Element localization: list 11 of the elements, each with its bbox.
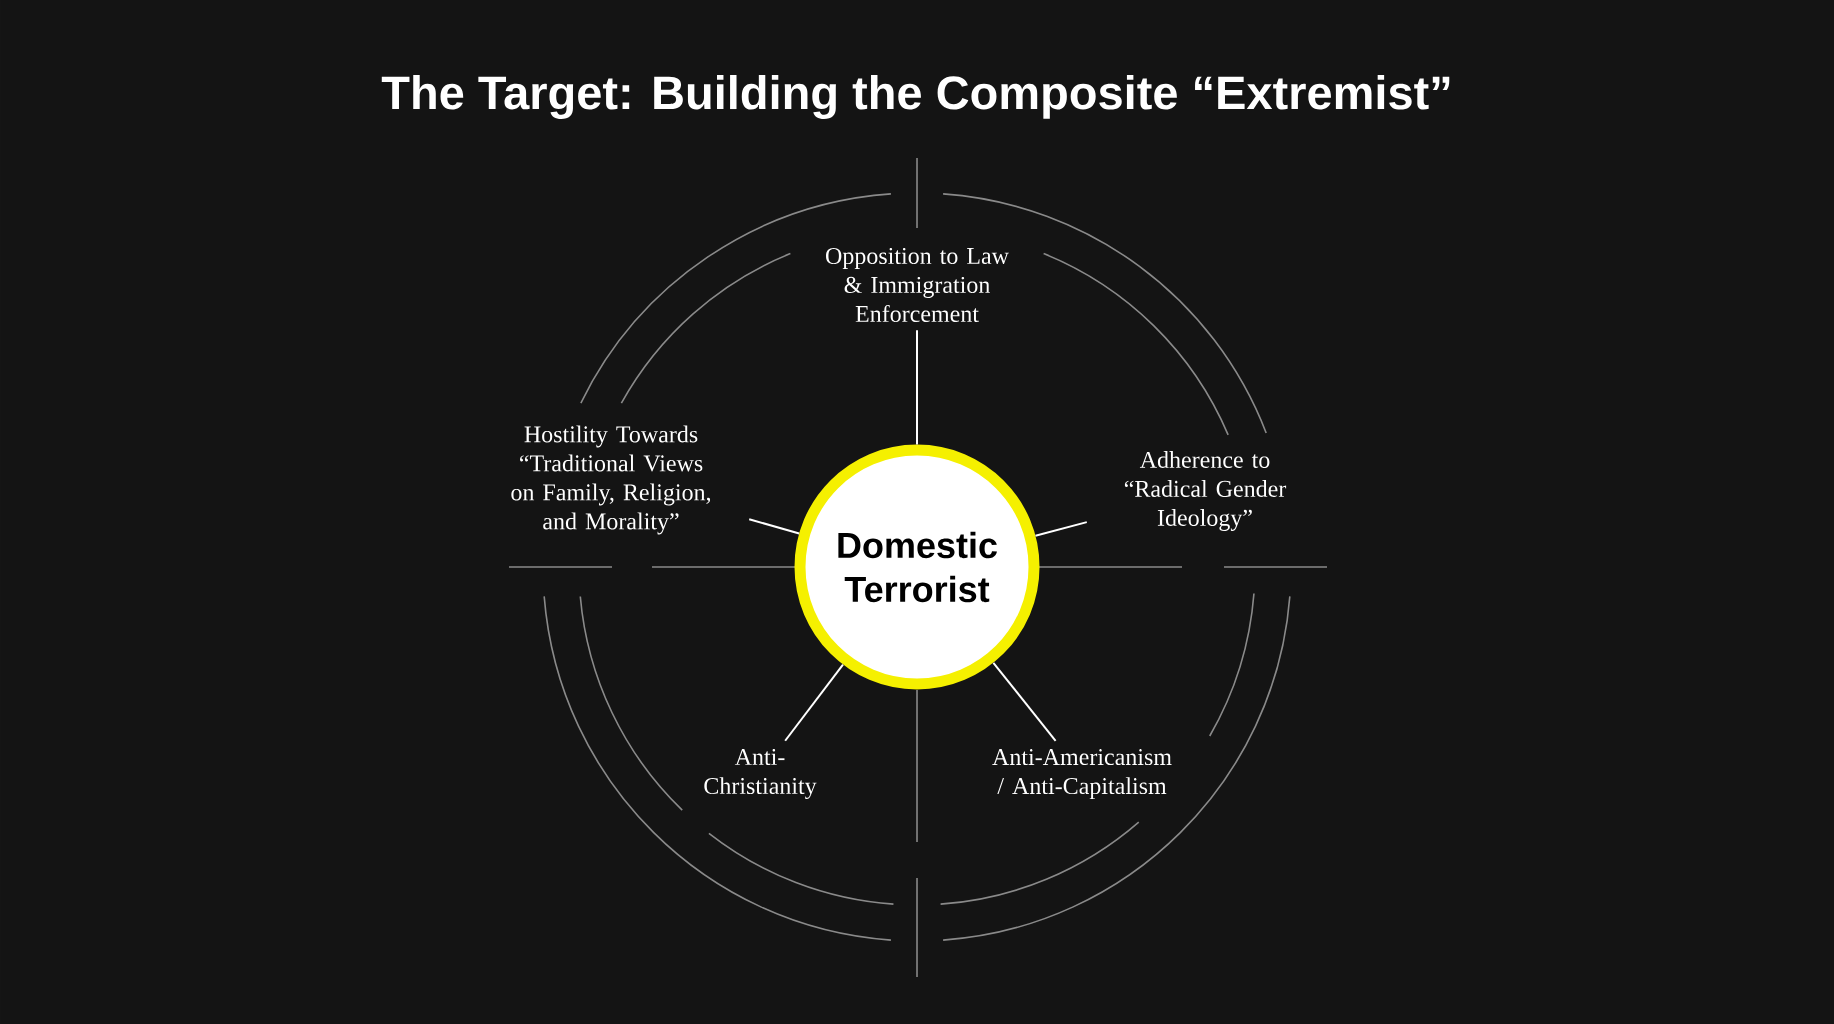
category-label: Opposition to Law & Immigration Enforcement [826, 247, 1009, 323]
connector-line [1034, 521, 1088, 537]
connector-line [992, 661, 1057, 742]
connector-line [916, 329, 918, 446]
connector-line [748, 518, 801, 535]
title: The Target: Building the Composite “Extremist” [381, 75, 1450, 119]
category-label: Adherence to “Radical Gender Ideology” [1124, 451, 1287, 531]
category-label: Anti- Christianity [704, 748, 817, 800]
connector-line [784, 663, 844, 742]
category-label: Hostility Towards “Traditional Views on Family, Religion, and Morality” [511, 425, 711, 535]
category-label: Anti-Americanism / Anti-Capitalism [992, 749, 1172, 799]
